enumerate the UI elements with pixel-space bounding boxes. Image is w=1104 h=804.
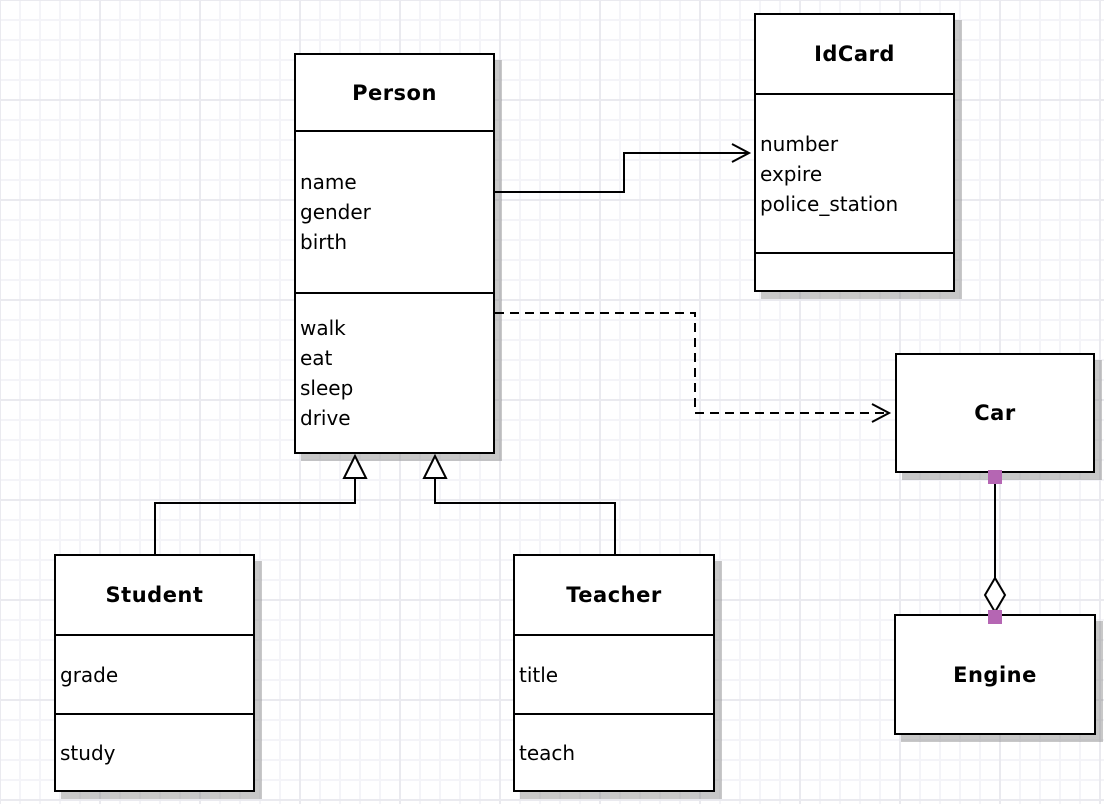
class-attribute: number	[760, 131, 839, 156]
class-attribute: grade	[60, 662, 119, 687]
methods-compartment: study	[56, 713, 253, 790]
class-box-teacher[interactable]: Teacher title teach	[513, 554, 715, 792]
class-title: Person	[352, 80, 437, 105]
edge-aggregation-car-engine[interactable]	[983, 470, 1007, 624]
edge-generalization-student-person[interactable]	[154, 453, 368, 554]
class-title: Engine	[953, 662, 1037, 687]
class-attribute: title	[519, 662, 559, 687]
class-method: drive	[300, 406, 351, 430]
edge-association-person-idcard[interactable]	[495, 143, 752, 193]
class-title: IdCard	[814, 42, 895, 66]
hollow-diamond-icon	[983, 576, 1007, 614]
class-method: sleep	[300, 376, 354, 400]
attributes-compartment: name gender birth	[296, 130, 493, 292]
edge-dependency-person-car[interactable]	[495, 312, 892, 423]
hollow-triangle-icon	[342, 453, 368, 479]
class-box-engine[interactable]: Engine	[894, 614, 1096, 735]
class-attribute: birth	[300, 230, 347, 254]
hollow-triangle-icon	[422, 453, 448, 479]
class-method: study	[60, 740, 116, 765]
class-title: Student	[105, 583, 204, 607]
open-arrow-icon	[871, 403, 892, 423]
class-box-car[interactable]: Car	[895, 353, 1095, 473]
class-title: Teacher	[566, 583, 662, 607]
class-box-student[interactable]: Student grade study	[54, 554, 255, 792]
class-method: walk	[300, 316, 346, 340]
class-attribute: police_station	[760, 191, 899, 216]
class-title: Car	[974, 401, 1016, 425]
class-method: eat	[300, 346, 333, 370]
methods-compartment: walk eat sleep drive	[296, 292, 493, 452]
methods-compartment-empty	[756, 252, 953, 290]
class-box-person[interactable]: Person name gender birth walk eat sleep …	[294, 53, 495, 454]
attributes-compartment: title	[515, 634, 713, 713]
class-attribute: expire	[760, 161, 823, 186]
class-attribute: gender	[300, 200, 371, 224]
attributes-compartment: number expire police_station	[756, 93, 953, 252]
class-attribute: name	[300, 170, 357, 194]
attributes-compartment: grade	[56, 634, 253, 713]
open-arrow-icon	[731, 143, 752, 163]
methods-compartment: teach	[515, 713, 713, 790]
class-box-idcard[interactable]: IdCard number expire police_station	[754, 13, 955, 292]
edge-generalization-teacher-person[interactable]	[422, 453, 616, 554]
class-method: teach	[519, 740, 576, 765]
